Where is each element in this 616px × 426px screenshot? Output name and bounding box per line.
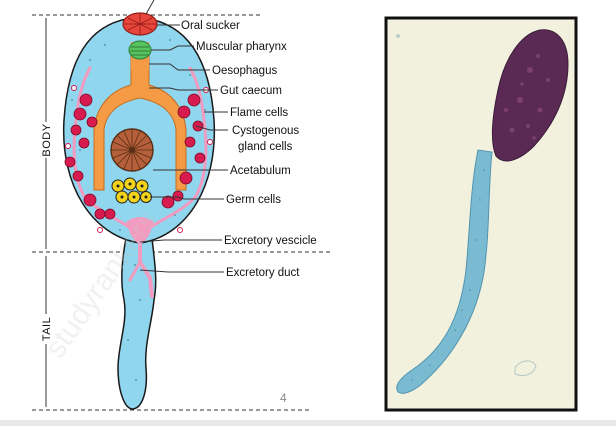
excretory-vesicle-shape bbox=[126, 217, 154, 244]
photo-tail bbox=[396, 149, 493, 394]
photo-debris bbox=[514, 360, 537, 377]
gut-caecum-shape bbox=[93, 54, 187, 191]
leader-lines bbox=[139, 0, 228, 273]
bottom-bar bbox=[0, 420, 616, 426]
cercaria-diagram: BODY TAIL bbox=[32, 0, 330, 411]
label-muscular-pharynx: Muscular pharynx bbox=[196, 41, 287, 53]
cercaria-micrograph bbox=[384, 16, 578, 412]
excretory-system bbox=[72, 66, 208, 298]
tail-outline bbox=[117, 237, 157, 410]
label-acetabulum: Acetabulum bbox=[230, 165, 291, 177]
label-oesophagus: Oesophagus bbox=[212, 65, 277, 77]
label-cystogenous-line2: gland cells bbox=[238, 141, 293, 153]
pharynx-shape bbox=[128, 40, 152, 60]
gland-cells bbox=[64, 93, 206, 220]
label-oral-sucker: Oral sucker bbox=[181, 20, 240, 32]
label-germ-cells: Germ cells bbox=[226, 194, 281, 206]
label-excretory-vesicle: Excretory vescicle bbox=[224, 235, 317, 247]
label-gut-caecum: Gut caecum bbox=[220, 85, 282, 97]
tail-region-label: TAIL bbox=[41, 317, 53, 341]
label-cystogenous-line1: Cystogenous bbox=[232, 125, 299, 137]
page-number: 4 bbox=[280, 391, 287, 405]
body-region-label: BODY bbox=[41, 123, 53, 156]
right-collecting-duct bbox=[138, 66, 208, 240]
label-flame-cells: Flame cells bbox=[230, 107, 288, 119]
left-collecting-duct bbox=[72, 66, 142, 240]
label-excretory-duct: Excretory duct bbox=[226, 267, 300, 279]
